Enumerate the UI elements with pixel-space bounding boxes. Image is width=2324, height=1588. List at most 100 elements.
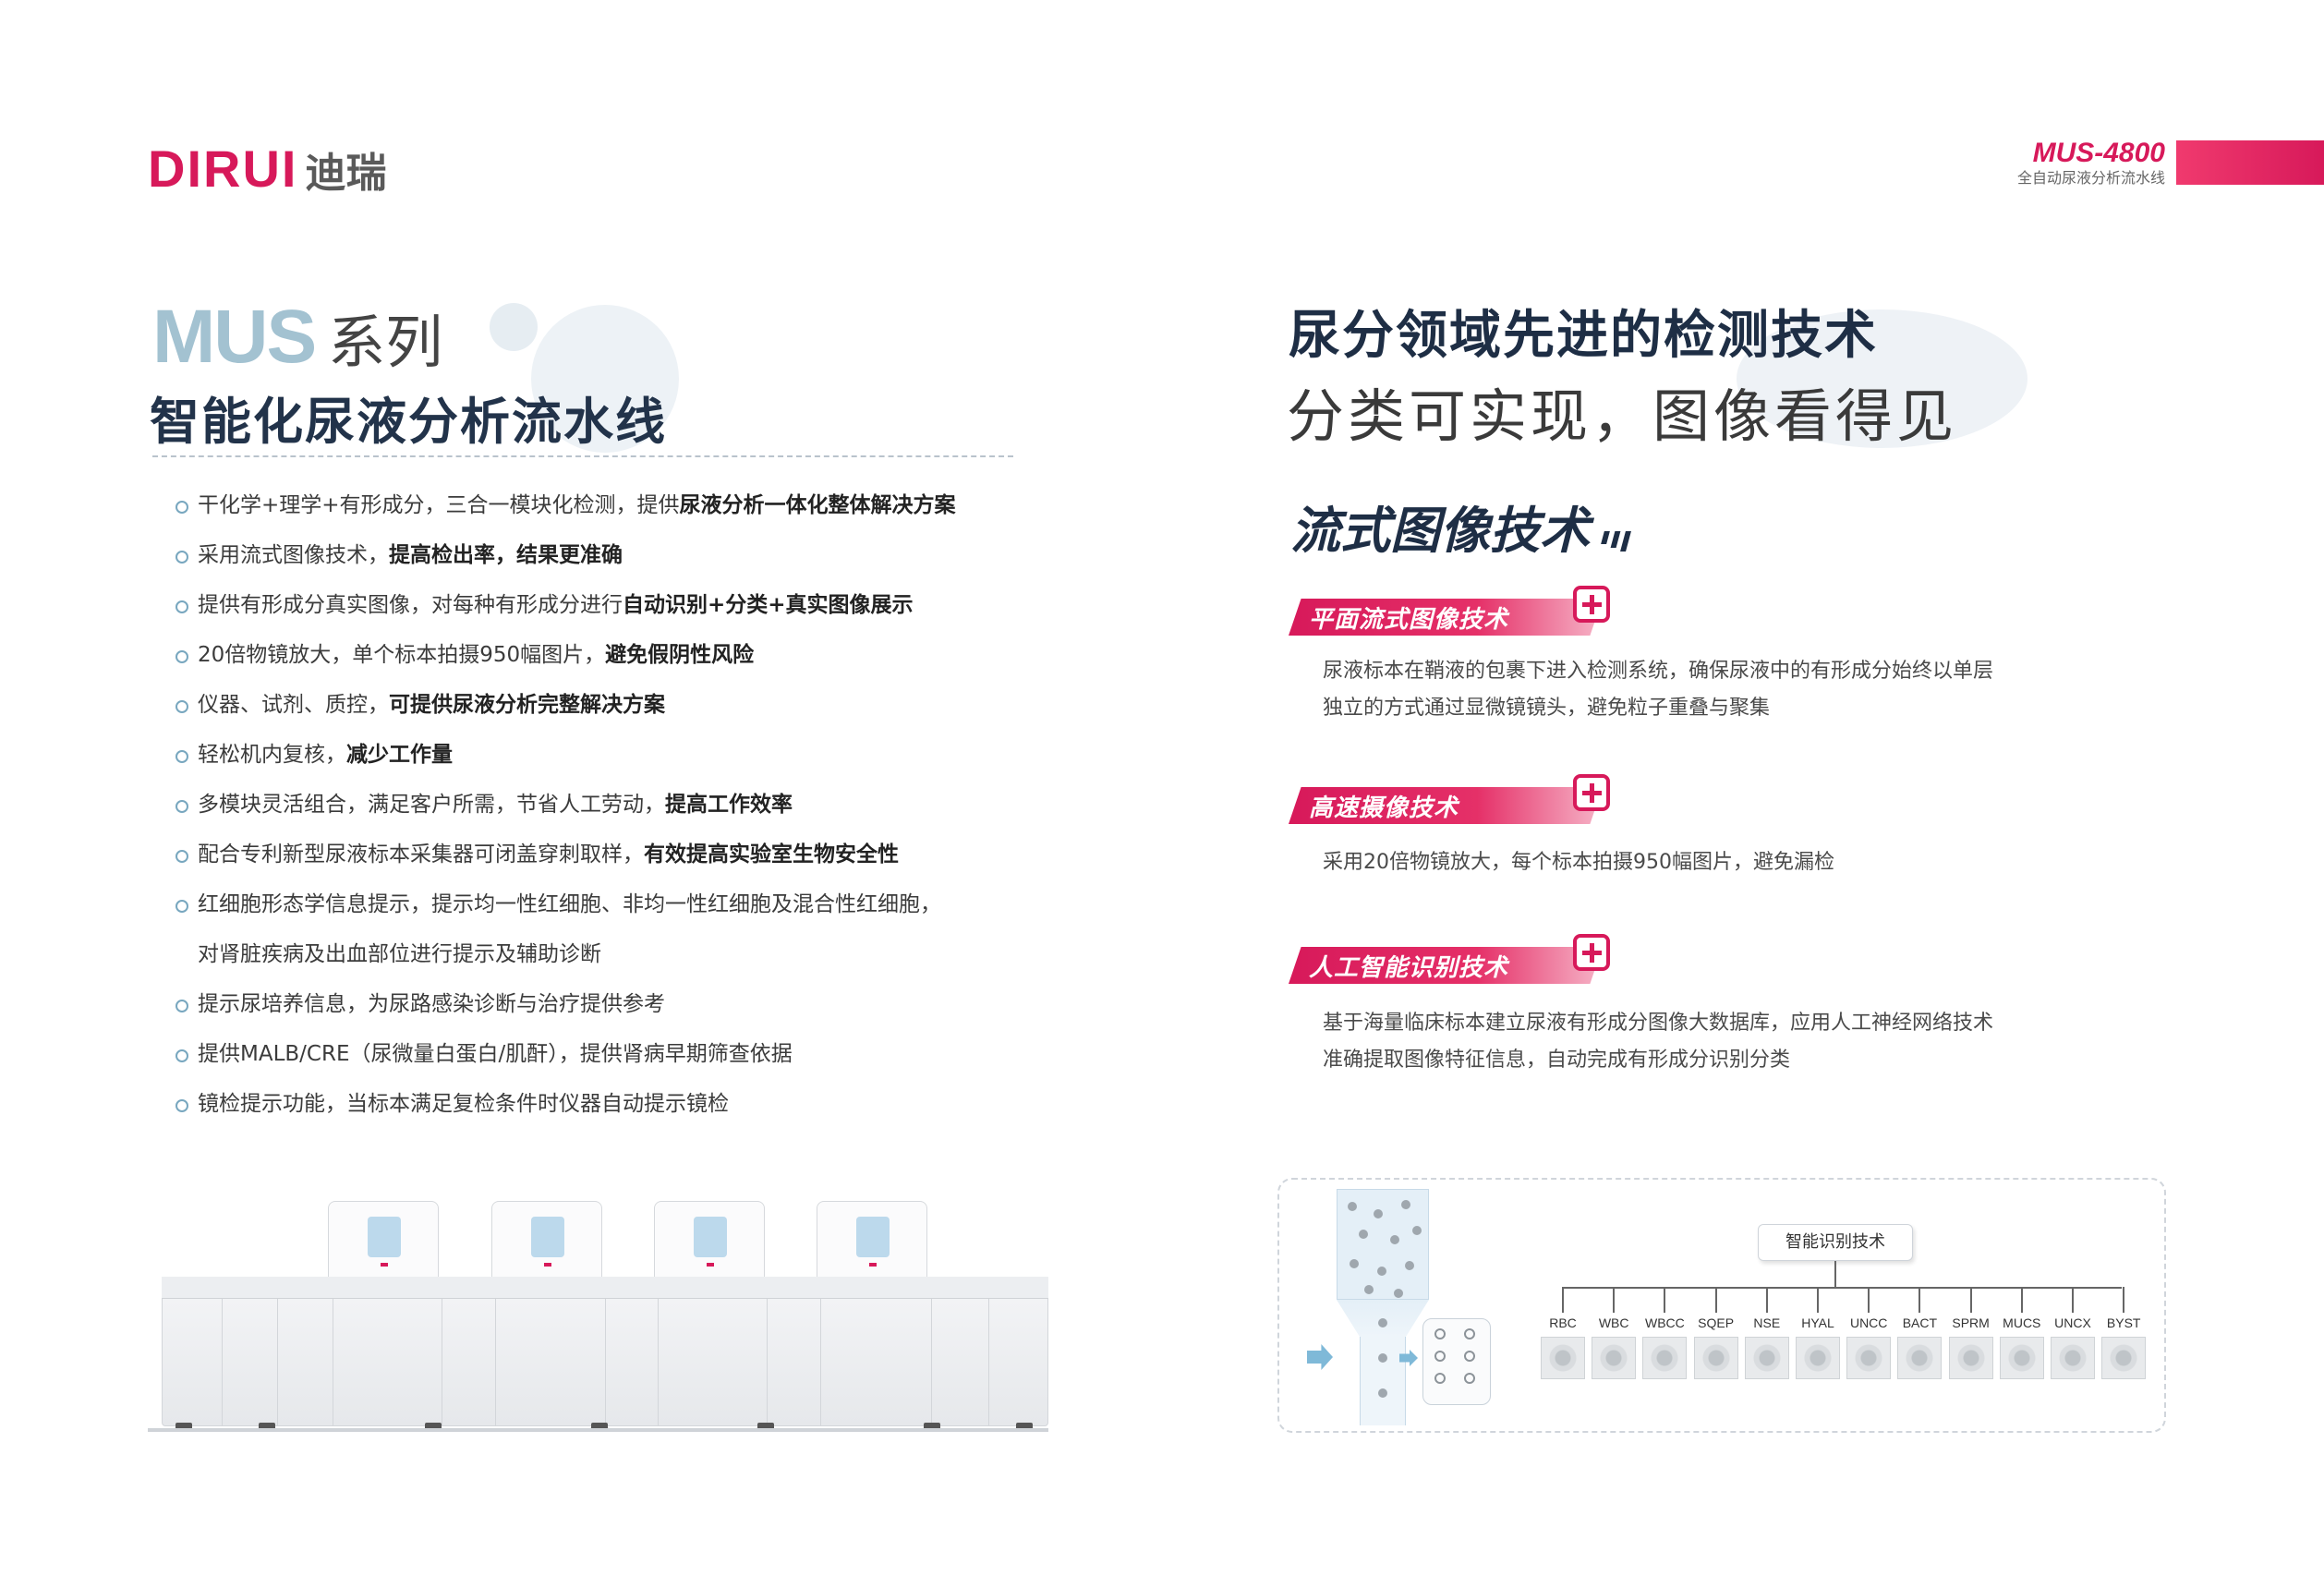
particle-class: WBCC — [1641, 1287, 1688, 1379]
tech-tag-high-speed: 高速摄像技术 — [1289, 774, 1610, 824]
particle-image — [1592, 1337, 1637, 1379]
feature-item: 采用流式图像技术，提高检出率，结果更准确 — [176, 530, 1025, 580]
feature-highlight: 可提供尿液分析完整解决方案 — [389, 693, 665, 717]
particle-image — [1693, 1337, 1738, 1379]
tree-connector — [1562, 1287, 2122, 1289]
particle-class: UNCC — [1846, 1287, 1892, 1379]
feature-text: 仪器、试剂、质控， — [198, 693, 389, 717]
particle-class-label: WBCC — [1645, 1315, 1685, 1330]
particle-class: BYST — [2100, 1287, 2147, 1379]
particle-class: RBC — [1540, 1287, 1586, 1379]
model-name: MUS-4800 — [2032, 138, 2165, 168]
plus-icon — [1573, 774, 1610, 811]
decor-circle-right — [1737, 309, 2027, 448]
series-en: MUS — [152, 295, 317, 379]
feature-item: 提示尿培养信息，为尿路感染诊断与治疗提供参考 — [176, 979, 1025, 1029]
tech-subheading: 分类可实现，图像看得见 — [1287, 382, 1958, 450]
series-heading: MUS 系列 — [152, 294, 442, 381]
feature-item: 红细胞形态学信息提示，提示均一性红细胞、非均一性红细胞及混合性红细胞， — [176, 879, 1025, 929]
particle-image — [1642, 1337, 1688, 1379]
arrow-right-icon — [1307, 1344, 1333, 1370]
page-title: 智能化尿液分析流水线 — [150, 393, 667, 451]
feature-highlight: 提高工作效率 — [665, 793, 793, 817]
feature-highlight: 减少工作量 — [346, 743, 453, 767]
decor-circle-large — [531, 305, 679, 453]
tech-desc-line: 采用20倍物镜放大，每个标本拍摄950幅图片，避免漏检 — [1323, 851, 1834, 874]
conveyor-belt — [162, 1277, 1048, 1299]
tech-desc-line: 尿液标本在鞘液的包裹下进入检测系统，确保尿液中的有形成分始终以单层 — [1323, 660, 1994, 683]
particle-class: SPRM — [1948, 1287, 1994, 1379]
particle-class: BACT — [1896, 1287, 1943, 1379]
tech-desc-line: 基于海量临床标本建立尿液有形成分图像大数据库，应用人工神经网络技术 — [1323, 1012, 1994, 1035]
particle-class-label: HYAL — [1801, 1315, 1834, 1330]
tech-tag-label: 人工智能识别技术 — [1309, 953, 1509, 982]
flow-cell-illustration — [1337, 1189, 1429, 1425]
particle-class-label: WBC — [1598, 1315, 1629, 1330]
series-cn: 系列 — [328, 309, 443, 376]
plus-icon — [1573, 586, 1610, 623]
feature-item: 配合专利新型尿液标本采集器可闭盖穿刺取样，有效提高实验室生物安全性 — [176, 830, 1025, 879]
feature-highlight: 自动识别+分类+真实图像展示 — [623, 593, 914, 617]
tech-tag-flat-flow: 平面流式图像技术 — [1289, 586, 1610, 636]
feature-item: 多模块灵活组合，满足客户所需，节省人工劳动，提高工作效率 — [176, 780, 1025, 830]
tree-connector — [1834, 1261, 1836, 1287]
decor-circle-small — [490, 303, 538, 351]
particle-image — [1541, 1337, 1585, 1379]
feature-text: 干化学+理学+有形成分，三合一模块化检测，提供 — [198, 493, 680, 517]
sorted-particles-box — [1422, 1318, 1491, 1405]
particle-class: WBC — [1591, 1287, 1637, 1379]
feature-item: 镜检提示功能，当标本满足复检条件时仪器自动提示镜检 — [176, 1079, 1025, 1129]
particle-class: NSE — [1744, 1287, 1790, 1379]
tech-tag-label: 高速摄像技术 — [1309, 794, 1459, 822]
particle-class-label: BYST — [2106, 1315, 2141, 1330]
particle-image — [1948, 1337, 1993, 1379]
particle-image — [1897, 1337, 1943, 1379]
feature-highlight: 尿液分析一体化整体解决方案 — [679, 493, 956, 517]
feature-item: 干化学+理学+有形成分，三合一模块化检测，提供尿液分析一体化整体解决方案 — [176, 480, 1025, 530]
particle-class-label: MUCS — [2003, 1315, 2041, 1330]
feature-text: 轻松机内复核， — [198, 743, 346, 767]
feature-highlight: 避免假阴性风险 — [605, 643, 755, 667]
feature-text: 对肾脏疾病及出血部位进行提示及辅助诊断 — [198, 942, 601, 966]
feature-text: 提示尿培养信息，为尿路感染诊断与治疗提供参考 — [198, 992, 665, 1016]
model-subtitle: 全自动尿液分析流水线 — [2016, 169, 2165, 187]
particle-class-label: SQEP — [1698, 1315, 1735, 1330]
analyzer-module — [817, 1201, 927, 1279]
section-bars-icon — [1601, 531, 1631, 552]
feature-text: 20倍物镜放大，单个标本拍摄950幅图片， — [198, 643, 606, 667]
feature-text: 提供有形成分真实图像，对每种有形成分进行 — [198, 593, 623, 617]
particle-image — [1846, 1337, 1892, 1379]
feature-list: 干化学+理学+有形成分，三合一模块化检测，提供尿液分析一体化整体解决方案采用流式… — [176, 480, 1025, 1129]
particle-class-label: BACT — [1902, 1315, 1938, 1330]
particle-class-label: RBC — [1549, 1315, 1577, 1330]
feature-item: 对肾脏疾病及出血部位进行提示及辅助诊断 — [176, 929, 1025, 979]
tech-desc-line: 准确提取图像特征信息，自动完成有形成分识别分类 — [1323, 1049, 1791, 1072]
tech-heading: 尿分领域先进的检测技术 — [1289, 306, 1878, 366]
feature-text: 配合专利新型尿液标本采集器可闭盖穿刺取样， — [198, 842, 644, 867]
particle-class: SQEP — [1693, 1287, 1739, 1379]
feature-text: 多模块灵活组合，满足客户所需，节省人工劳动， — [198, 793, 665, 817]
tech-tag-ai: 人工智能识别技术 — [1289, 934, 1610, 984]
tech-desc-flat-flow: 尿液标本在鞘液的包裹下进入检测系统，确保尿液中的有形成分始终以单层 独立的方式通… — [1323, 653, 2080, 727]
particle-class-label: SPRM — [1952, 1315, 1990, 1330]
particle-image — [1744, 1337, 1789, 1379]
particle-class-label: NSE — [1753, 1315, 1781, 1330]
particle-image — [1999, 1337, 2044, 1379]
feature-text: 镜检提示功能，当标本满足复检条件时仪器自动提示镜检 — [198, 1092, 729, 1116]
section-heading: 流式图像技术 — [1290, 490, 1631, 563]
model-block: MUS-4800 全自动尿液分析流水线 — [2017, 139, 2165, 188]
particle-image — [1796, 1337, 1840, 1379]
feature-text: 采用流式图像技术， — [198, 543, 389, 567]
feature-text: 提供MALB/CRE（尿微量白蛋白/肌酐），提供肾病早期筛查依据 — [198, 1042, 793, 1066]
feature-item: 轻松机内复核，减少工作量 — [176, 730, 1025, 780]
ai-recognition-label: 智能识别技术 — [1758, 1224, 1913, 1261]
title-divider — [152, 455, 1013, 457]
analyzer-module — [328, 1201, 439, 1279]
feature-item: 提供MALB/CRE（尿微量白蛋白/肌酐），提供肾病早期筛查依据 — [176, 1029, 1025, 1079]
particle-class: UNCX — [2050, 1287, 2096, 1379]
tech-tag-label: 平面流式图像技术 — [1309, 605, 1509, 634]
model-accent-bar — [2176, 140, 2324, 185]
arrow-right-icon — [1399, 1350, 1418, 1366]
logo-chinese: 迪瑞 — [305, 149, 387, 197]
logo-latin: DIRUI — [148, 139, 298, 198]
